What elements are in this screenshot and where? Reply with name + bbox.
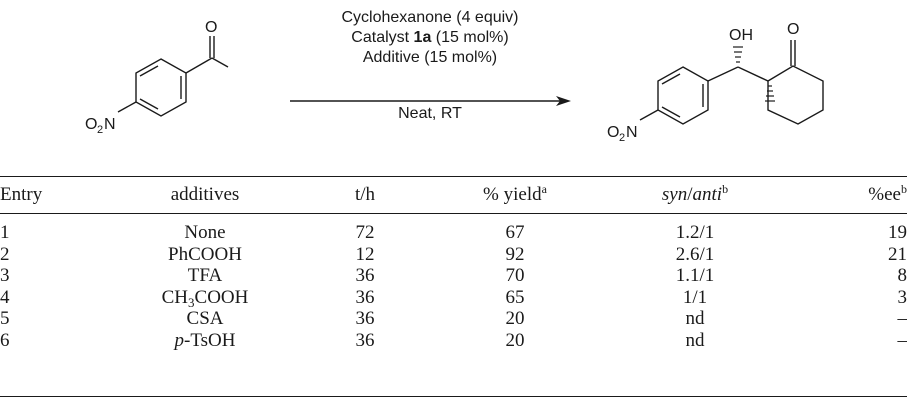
nitro-bond xyxy=(117,101,137,113)
reactant-structure xyxy=(117,36,229,117)
product-nitro-n: N xyxy=(626,124,638,141)
table-row: 1 None 72 67 1.2/1 19 xyxy=(0,222,907,244)
product-nitro-bond xyxy=(639,109,659,121)
stereo-hash-oh xyxy=(733,46,743,63)
cell-ee: 3 xyxy=(897,286,907,308)
additive-formula-post: COOH xyxy=(194,286,249,308)
cell-yield: 67 xyxy=(505,222,525,244)
additive-name: -TsOH xyxy=(184,329,236,351)
header-entry: Entry xyxy=(0,184,43,205)
product-ketone-oxygen: O xyxy=(787,21,799,38)
footnote-a: a xyxy=(541,182,547,196)
reaction-scheme: O O 2 N xyxy=(0,0,907,150)
header-additives: additives xyxy=(170,184,240,205)
cell-additive: CSA xyxy=(186,308,224,330)
additive-italic-prefix: p xyxy=(174,329,185,351)
table-bottom-rule xyxy=(0,396,907,397)
cell-ee: – xyxy=(897,329,907,351)
reactant-nitro-n: N xyxy=(104,116,116,133)
cell-dr: nd xyxy=(685,308,705,330)
table-header-row: Entry additives t/h % yielda syn/antib %… xyxy=(0,177,907,214)
header-time: t/h xyxy=(354,184,376,205)
conditions-above-arrow: Cyclohexanone (4 equiv) Catalyst 1a (15 … xyxy=(290,8,570,68)
cell-ee: 8 xyxy=(897,265,907,287)
product-nitro-sub: 2 xyxy=(619,132,625,144)
cyclohexanone-ring xyxy=(767,65,824,125)
header-dr-sep: / xyxy=(687,184,693,205)
cell-entry: 3 xyxy=(0,265,10,287)
product-structure xyxy=(639,40,824,125)
cell-entry: 6 xyxy=(0,329,10,351)
stereo-hash-ring xyxy=(765,85,775,102)
reactant-oxygen: O xyxy=(205,19,217,36)
cell-ee: 19 xyxy=(888,222,907,244)
cell-yield: 20 xyxy=(505,308,525,330)
catalyst-loading: (15 mol%) xyxy=(431,29,509,46)
additive-formula-pre: CH xyxy=(161,286,189,308)
cell-dr: 1.1/1 xyxy=(675,265,715,287)
cell-yield: 70 xyxy=(505,265,525,287)
condition-line-1: Cyclohexanone (4 equiv) xyxy=(341,9,519,26)
header-dr: syn/antib xyxy=(600,177,790,214)
cell-yield: 92 xyxy=(505,243,525,265)
carbinol-bond xyxy=(707,66,739,82)
table-row: 5 CSA 36 20 nd – xyxy=(0,308,907,330)
cell-time: 36 xyxy=(355,308,375,330)
table-row: 2 PhCOOH 12 92 2.6/1 21 xyxy=(0,244,907,266)
header-ee: %eeb xyxy=(790,177,907,214)
cell-additive: CH3COOH xyxy=(110,287,300,309)
cell-entry: 4 xyxy=(0,286,10,308)
reactant-nitro-o: O xyxy=(85,116,97,133)
cell-time: 36 xyxy=(355,265,375,287)
product-hydroxyl: OH xyxy=(729,27,753,44)
cell-dr: 2.6/1 xyxy=(675,243,715,265)
header-syn: syn xyxy=(661,184,688,205)
cell-ee: 21 xyxy=(888,243,907,265)
footnote-b-ee: b xyxy=(901,182,907,196)
cell-yield: 20 xyxy=(505,329,525,351)
table-top-rule xyxy=(0,176,907,177)
header-anti: anti xyxy=(692,184,723,205)
condition-line-2: Catalyst 1a (15 mol%) xyxy=(290,28,570,48)
footnote-b: b xyxy=(722,182,729,196)
reactant-ring xyxy=(135,58,187,117)
cell-time: 36 xyxy=(355,329,375,351)
cell-additive: p-TsOH xyxy=(110,330,300,352)
scheme-drawing: O O 2 N xyxy=(85,19,824,144)
catalyst-id: 1a xyxy=(413,29,432,46)
cell-ee: – xyxy=(897,308,907,330)
cell-entry: 1 xyxy=(0,222,10,244)
cell-yield: 65 xyxy=(505,286,525,308)
conditions-below-arrow: Neat, RT xyxy=(398,105,462,122)
cell-dr: nd xyxy=(685,329,705,351)
cell-time: 72 xyxy=(355,222,375,244)
additive-formula-sub: 3 xyxy=(188,294,195,310)
header-yield-text: % yield xyxy=(483,184,542,205)
aldehyde-bond xyxy=(185,57,213,74)
header-ee-text: %ee xyxy=(868,184,901,205)
cell-entry: 5 xyxy=(0,308,10,330)
cell-additive: None xyxy=(184,222,226,244)
cell-dr: 1.2/1 xyxy=(675,222,715,244)
table-row: 4 CH3COOH 36 65 1/1 3 xyxy=(0,287,907,309)
reactant-nitro-sub: 2 xyxy=(97,124,103,136)
product-nitro-o: O xyxy=(607,124,619,141)
cell-additive: PhCOOH xyxy=(168,243,242,265)
reaction-arrow xyxy=(290,96,571,106)
cell-entry: 2 xyxy=(0,243,10,265)
condition-line-3: Additive (15 mol%) xyxy=(362,49,498,66)
cell-time: 12 xyxy=(355,243,375,265)
table-row: 6 p-TsOH 36 20 nd – xyxy=(0,330,907,352)
condition-catalyst-label: Catalyst xyxy=(351,29,414,46)
header-yield: % yielda xyxy=(430,177,600,214)
cell-additive: TFA xyxy=(187,265,223,287)
table-row: 3 TFA 36 70 1.1/1 8 xyxy=(0,265,907,287)
product-aryl-ring xyxy=(657,66,709,125)
cell-time: 36 xyxy=(355,286,375,308)
cell-dr: 1/1 xyxy=(682,286,708,308)
results-table: Entry additives t/h % yielda syn/antib %… xyxy=(0,177,907,351)
